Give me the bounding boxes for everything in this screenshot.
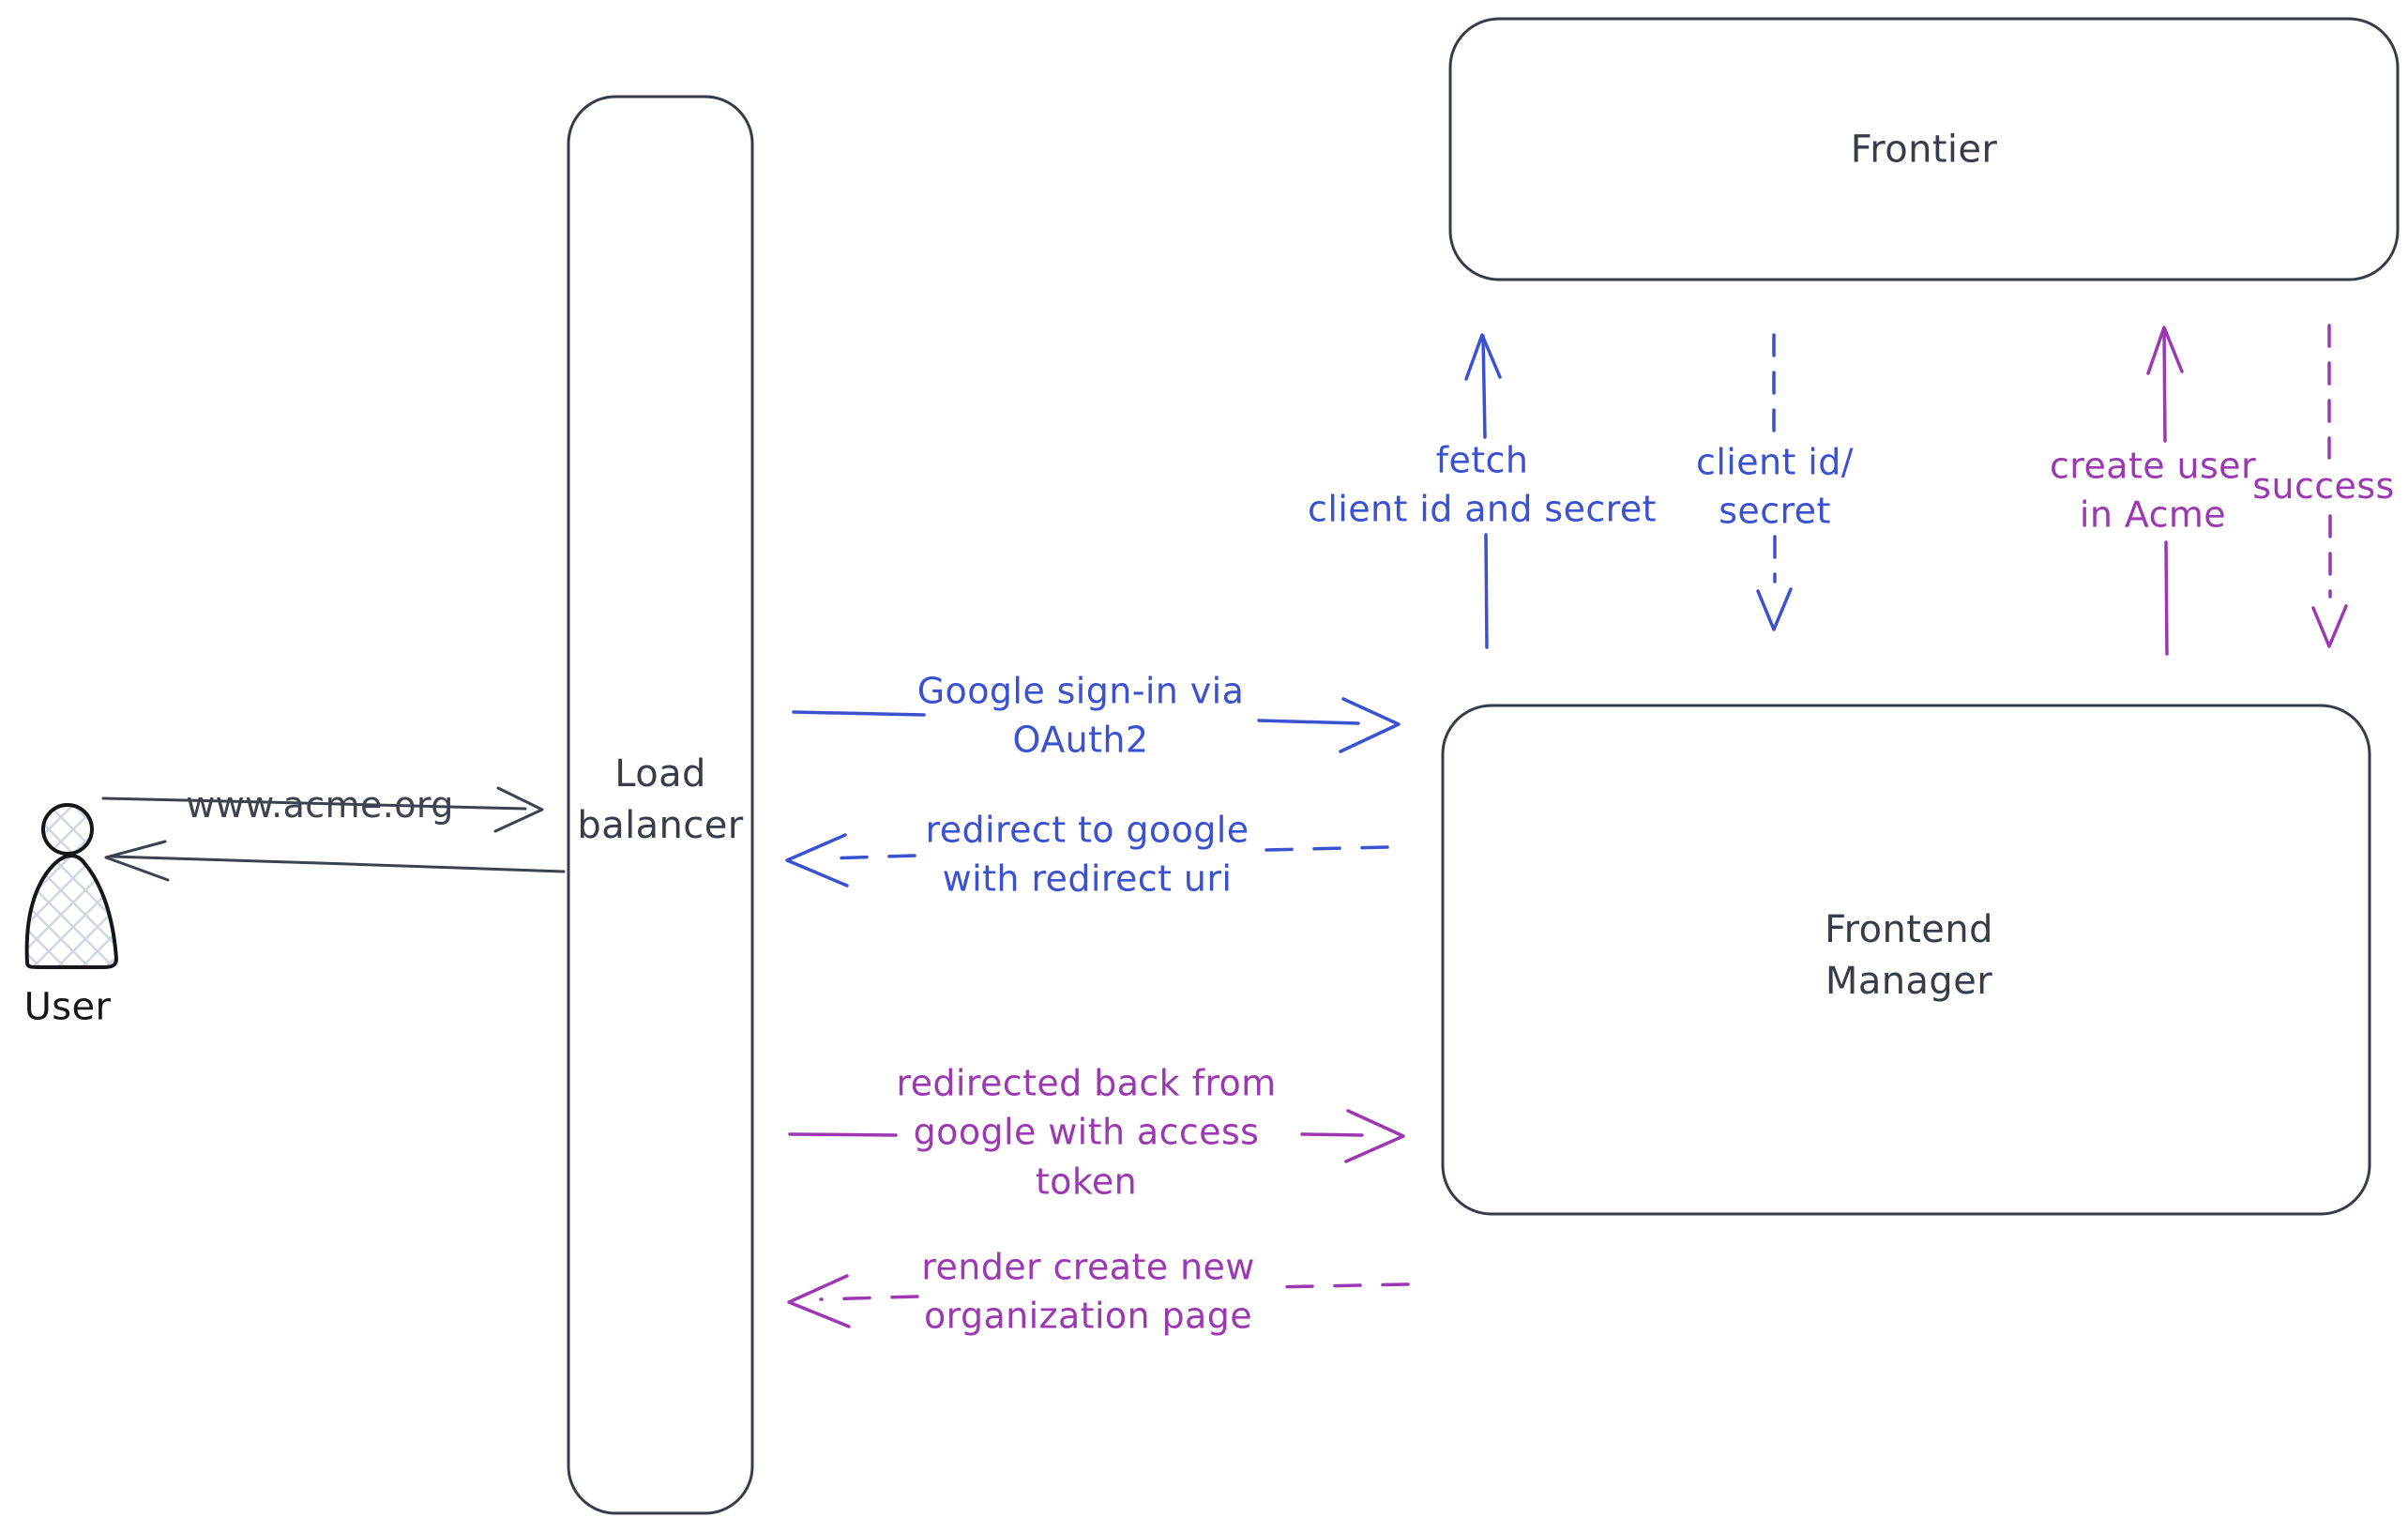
arrow-render-create <box>787 1274 1410 1328</box>
node-load-balancer-box <box>567 95 754 1515</box>
arrow-success <box>2311 324 2348 648</box>
node-frontier-box <box>1448 17 2400 281</box>
arrow-create-user <box>2146 326 2184 656</box>
arrow-return-to-user <box>104 840 566 882</box>
arrow-redirected-back <box>788 1109 1405 1163</box>
arrow-www-acme <box>101 786 544 833</box>
arrow-google-signin <box>792 697 1401 753</box>
arrow-client-id-secret <box>1756 333 1793 631</box>
node-frontend-manager-box <box>1441 704 2371 1216</box>
arrow-redirect-google <box>785 833 1389 887</box>
user-icon <box>24 803 118 969</box>
arrow-fetch-client <box>1464 333 1502 649</box>
